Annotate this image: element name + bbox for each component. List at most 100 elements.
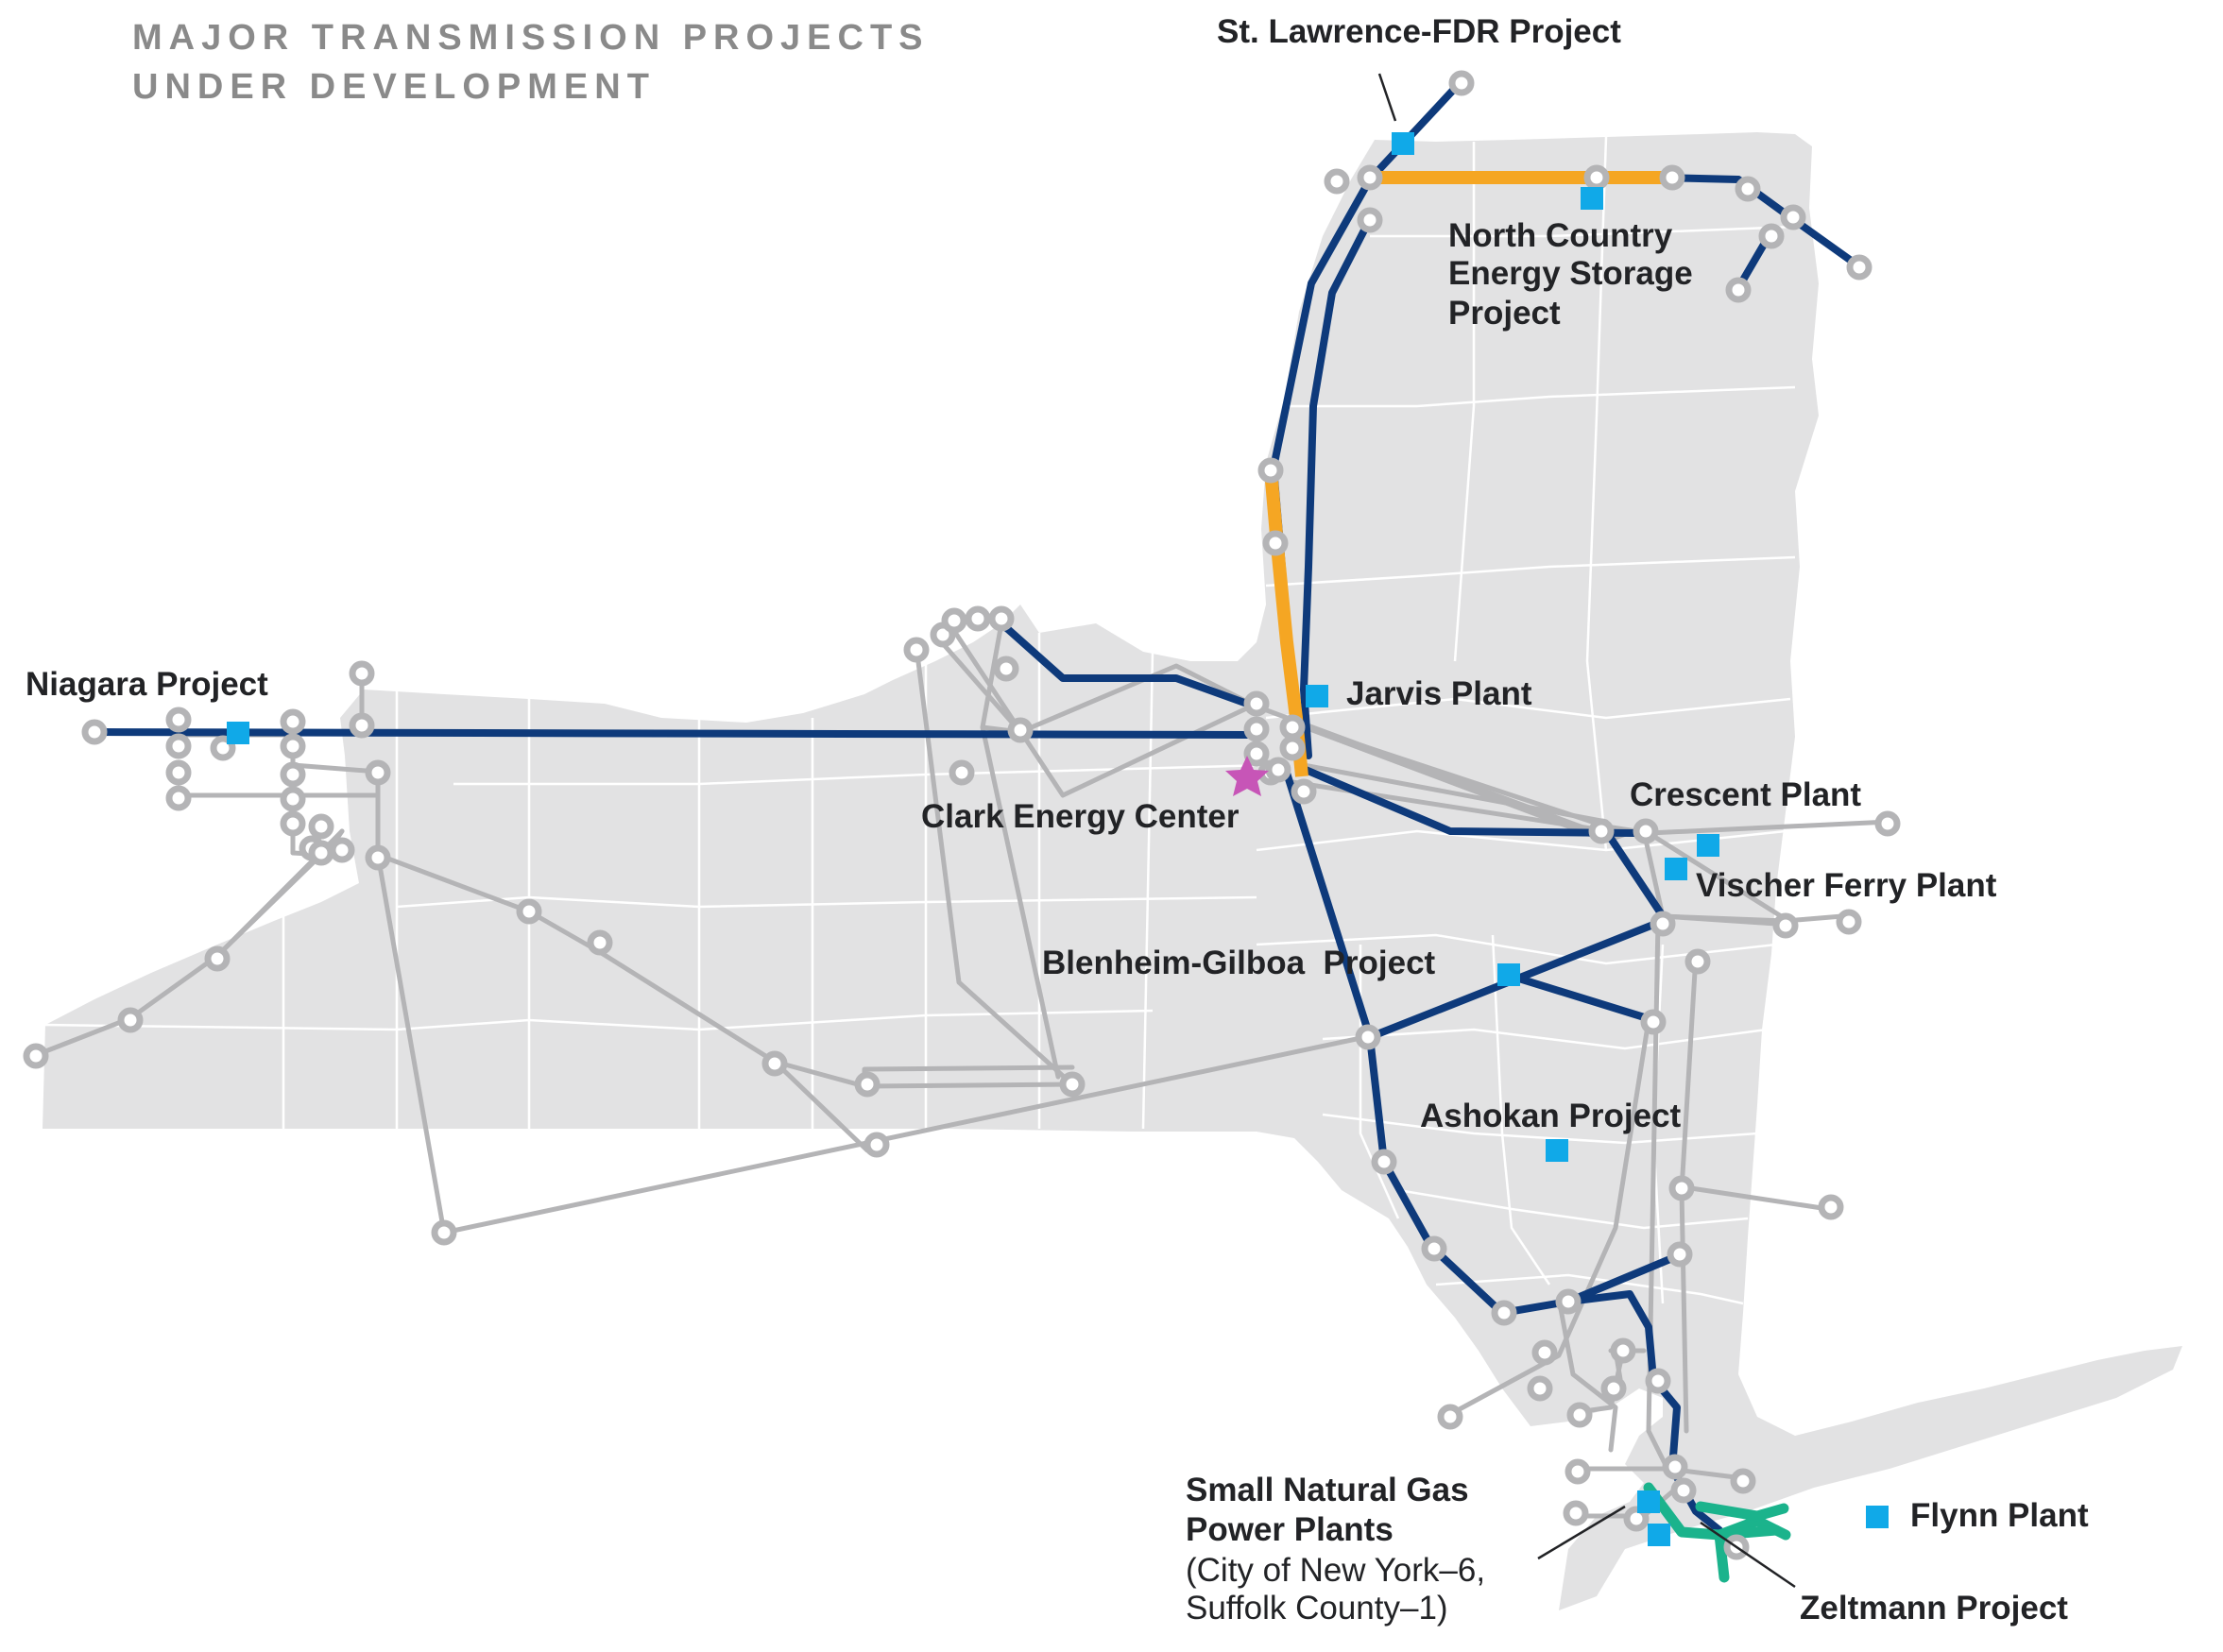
ring-node-icon — [23, 1043, 49, 1069]
ring-node-icon — [1357, 207, 1383, 233]
ring-node-icon — [1662, 1454, 1688, 1480]
leader-lines — [1377, 73, 1796, 1589]
ring-node-icon — [1780, 204, 1806, 230]
label-small-gas-2: Power Plants — [1186, 1511, 1394, 1548]
ring-node-icon — [993, 656, 1019, 682]
label-crescent: Crescent Plant — [1630, 776, 1862, 813]
label-north-country-3: Project — [1448, 295, 1561, 332]
ring-node-icon — [329, 837, 355, 863]
ring-node-icon — [1610, 1337, 1636, 1364]
square-marker-icon — [1581, 187, 1603, 210]
ring-node-icon — [1357, 164, 1383, 191]
ring-node-icon — [1243, 741, 1270, 767]
map-title-line-2: UNDER DEVELOPMENT — [132, 67, 656, 107]
ring-node-icon — [1371, 1149, 1397, 1175]
label-jarvis: Jarvis Plant — [1346, 675, 1532, 712]
ring-node-icon — [1262, 530, 1289, 556]
label-zeltmann: Zeltmann Project — [1800, 1590, 2068, 1626]
ring-node-icon — [1324, 168, 1350, 195]
ring-node-icon — [864, 1132, 890, 1158]
ring-node-icon — [1650, 911, 1676, 937]
square-marker-icon — [1665, 858, 1687, 880]
ring-node-icon — [1279, 714, 1306, 741]
square-marker-icon — [1637, 1490, 1660, 1513]
square-marker-icon — [1392, 132, 1414, 155]
ring-node-icon — [308, 840, 334, 866]
ring-node-icon — [1566, 1402, 1593, 1428]
square-marker-icon — [1306, 685, 1328, 707]
map-title: MAJOR TRANSMISSION PROJECTS UNDER DEVELO… — [132, 13, 930, 111]
substation-nodes — [23, 70, 1901, 1560]
ring-node-icon — [1565, 1458, 1591, 1485]
ring-node-icon — [117, 1007, 144, 1033]
ring-node-icon — [349, 660, 375, 687]
ring-node-icon — [81, 719, 108, 745]
ring-node-icon — [1265, 757, 1291, 783]
ring-node-icon — [1659, 164, 1685, 191]
ring-node-icon — [1243, 690, 1270, 717]
label-niagara: Niagara Project — [26, 666, 268, 703]
ring-node-icon — [965, 605, 991, 632]
ring-node-icon — [349, 712, 375, 739]
square-marker-icon — [227, 722, 249, 744]
ring-node-icon — [280, 810, 306, 837]
ring-node-icon — [165, 785, 192, 811]
ring-node-icon — [165, 733, 192, 759]
ring-node-icon — [1846, 254, 1872, 281]
ring-node-icon — [165, 707, 192, 733]
ring-node-icon — [308, 813, 334, 840]
ring-node-icon — [1668, 1175, 1695, 1201]
ring-node-icon — [1772, 912, 1799, 939]
ring-node-icon — [1583, 164, 1610, 191]
ring-node-icon — [1735, 176, 1761, 202]
ring-node-icon — [854, 1071, 881, 1098]
ring-node-icon — [1836, 909, 1862, 935]
ring-node-icon — [1758, 223, 1785, 249]
square-marker-icon — [1648, 1524, 1670, 1546]
label-small-gas-1: Small Natural Gas — [1186, 1472, 1469, 1508]
label-small-gas-4: Suffolk County–1) — [1186, 1590, 1448, 1626]
label-small-gas-3: (City of New York–6, — [1186, 1552, 1486, 1589]
ring-node-icon — [988, 605, 1015, 632]
ring-node-icon — [1448, 70, 1475, 96]
ring-node-icon — [1725, 277, 1752, 303]
ring-node-icon — [431, 1219, 457, 1246]
ring-node-icon — [1257, 457, 1284, 484]
new-york-state-land — [43, 132, 2182, 1610]
ring-node-icon — [587, 929, 613, 956]
ring-node-icon — [1667, 1241, 1693, 1268]
label-ashokan: Ashokan Project — [1420, 1098, 1682, 1134]
ring-node-icon — [1684, 948, 1711, 975]
ring-node-icon — [1007, 717, 1034, 743]
ring-node-icon — [280, 733, 306, 759]
ring-node-icon — [941, 607, 967, 634]
ring-node-icon — [1279, 735, 1306, 761]
square-marker-icon — [1866, 1506, 1889, 1528]
ring-node-icon — [1531, 1339, 1558, 1366]
ring-node-icon — [1633, 818, 1659, 844]
ring-node-icon — [280, 708, 306, 735]
ring-node-icon — [204, 945, 231, 972]
ring-node-icon — [1600, 1375, 1627, 1402]
label-flynn: Flynn Plant — [1910, 1497, 2089, 1534]
ring-node-icon — [365, 759, 391, 786]
ring-node-icon — [1491, 1300, 1517, 1326]
ring-node-icon — [1818, 1194, 1844, 1220]
ring-node-icon — [1730, 1468, 1756, 1494]
ring-node-icon — [1645, 1368, 1671, 1394]
ring-node-icon — [1623, 1506, 1650, 1532]
ring-node-icon — [1874, 810, 1901, 837]
ring-node-icon — [280, 786, 306, 812]
label-blenheim: Blenheim-Gilboa Project — [1042, 945, 1436, 981]
ring-node-icon — [1588, 818, 1615, 844]
ring-node-icon — [1421, 1235, 1447, 1262]
square-marker-icon — [1497, 963, 1520, 986]
ring-node-icon — [165, 759, 192, 786]
county-borders — [42, 136, 1796, 1305]
star-marker-icon — [1225, 756, 1269, 796]
ring-node-icon — [1555, 1288, 1582, 1315]
ring-node-icon — [1059, 1071, 1086, 1098]
map-title-line-1: MAJOR TRANSMISSION PROJECTS — [132, 18, 930, 58]
ring-node-icon — [516, 898, 542, 925]
